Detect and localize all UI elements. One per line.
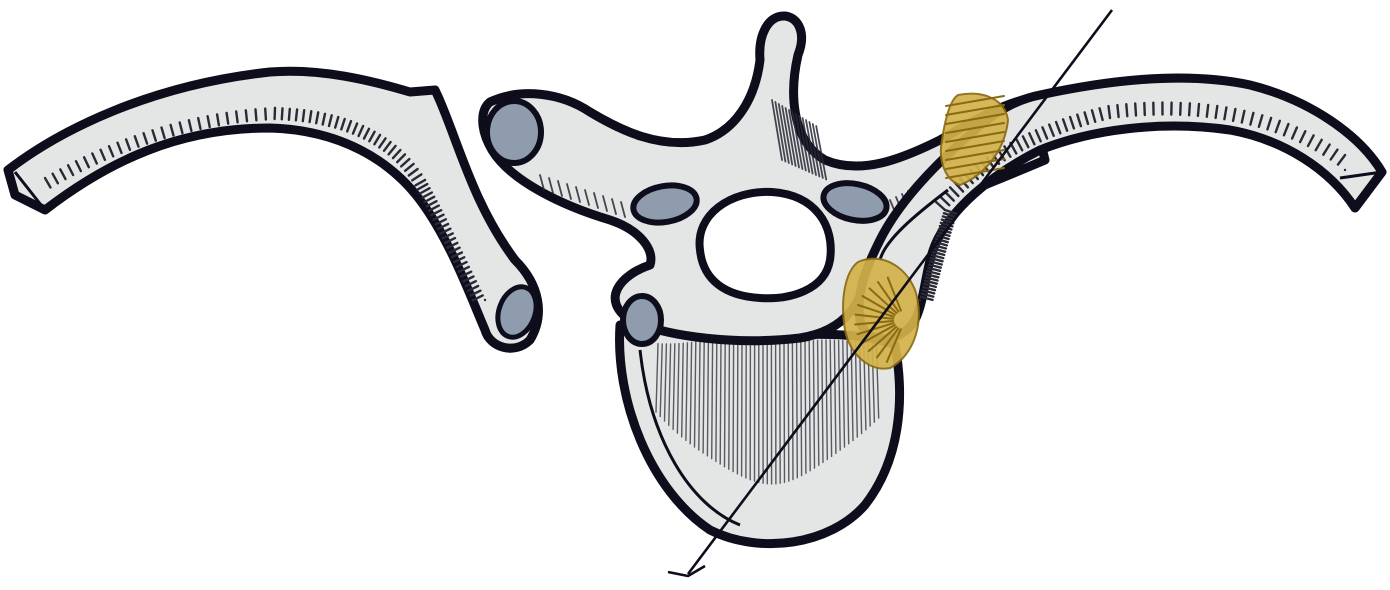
vertebral-foramen (700, 192, 831, 298)
right-rib (859, 78, 1382, 339)
right-rib-body (859, 78, 1382, 339)
body-hatch-line (712, 340, 713, 459)
rib-hatch-line (236, 112, 237, 123)
rib-hatch-line (1109, 106, 1111, 118)
body-hatch-line (716, 340, 717, 461)
body-hatch-line (720, 340, 721, 464)
rib-hatch-line (1117, 105, 1118, 117)
rib-hatch-line (1126, 104, 1127, 116)
body-hatch-line (729, 340, 730, 469)
rib-hatch-line (1144, 103, 1145, 115)
body-costal-facet-left (623, 296, 661, 344)
body-hatch-line (805, 342, 806, 474)
body-hatch-line (788, 343, 789, 481)
left-rib-body (8, 71, 538, 348)
rib-hatch-line (1216, 106, 1218, 118)
rib-hatch-line (265, 109, 266, 120)
transverse-costal-facet-left (487, 101, 541, 163)
body-hatch-line (809, 341, 810, 471)
rib-hatch-line (227, 113, 229, 124)
body-hatch-line (797, 343, 798, 478)
rib-hatch-line (1198, 104, 1199, 116)
rib-hatch-line (1135, 104, 1136, 116)
rib-hatch-line (303, 110, 304, 121)
body-hatch-line (784, 344, 785, 483)
axis-arrowhead (668, 566, 705, 576)
rib-hatch-line (296, 109, 297, 120)
rib-hatch-line (1189, 103, 1190, 115)
body-hatch-line (725, 340, 726, 467)
rib-hatch-line (310, 111, 312, 122)
rib-hatch-line (1180, 103, 1181, 115)
body-hatch-line (707, 341, 708, 456)
body-hatch-line (792, 343, 793, 480)
body-hatch-line (801, 342, 802, 476)
rib-hatch-line (246, 110, 247, 121)
left-rib (8, 71, 543, 348)
rib-hatch-line (256, 109, 257, 120)
rib-hatch-line (289, 109, 290, 120)
body-hatch-line (733, 341, 734, 472)
rib-hatch-line (282, 108, 283, 119)
rib-hatch-line (1207, 105, 1208, 117)
